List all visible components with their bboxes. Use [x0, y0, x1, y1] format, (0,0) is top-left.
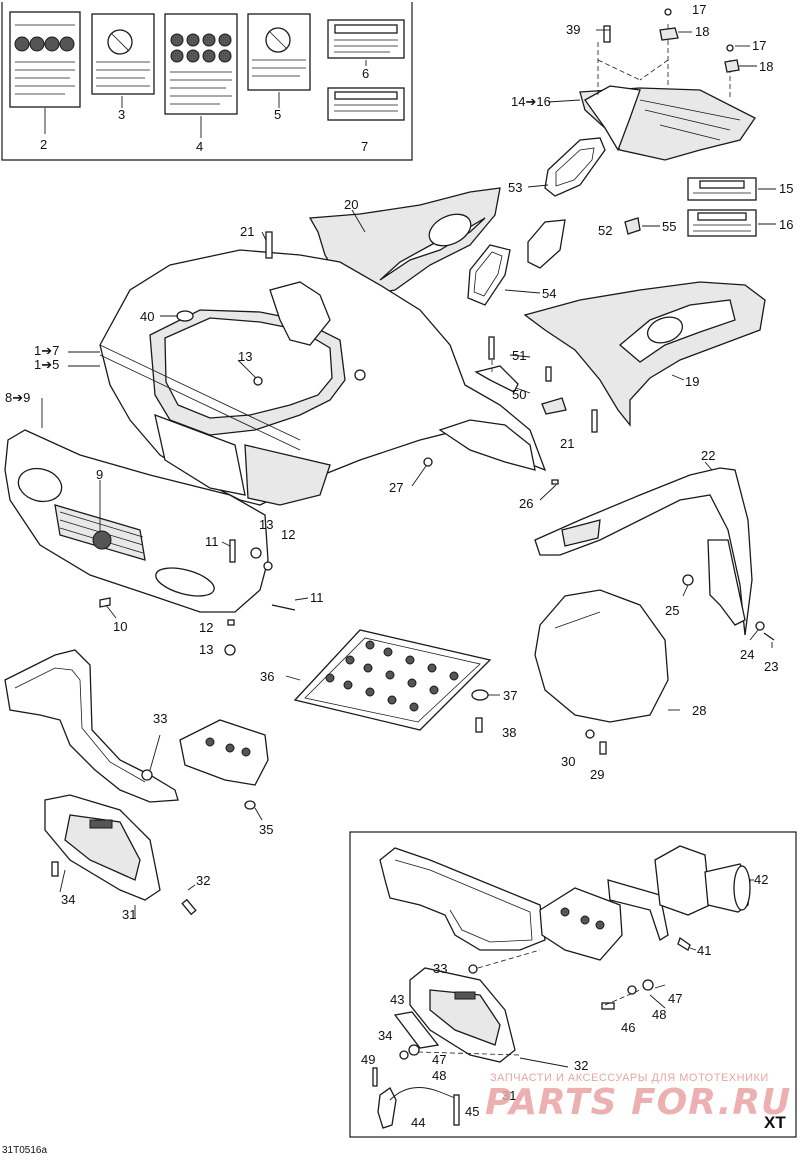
callout-label: 31 — [122, 907, 137, 922]
callout-label: 1➔5 — [34, 357, 60, 372]
callout-label: 44 — [411, 1115, 426, 1130]
callout-label: 4 — [196, 139, 204, 154]
callout-label: 24 — [740, 647, 755, 662]
callout-label: 41 — [697, 943, 712, 958]
decal-5 — [247, 13, 311, 91]
callout-label: 26 — [519, 496, 534, 511]
xt-inset — [349, 831, 797, 1138]
callout-label: 31 — [502, 1088, 517, 1103]
part-36 — [285, 629, 500, 733]
callout-label: 43 — [390, 992, 405, 1007]
part-31 — [44, 794, 197, 918]
decal-6 — [327, 19, 405, 59]
part-20 — [308, 187, 501, 296]
front-rack — [4, 649, 269, 821]
callout-label: 35 — [259, 822, 274, 837]
callout-label: 10 — [113, 619, 128, 634]
callout-label: 40 — [140, 309, 155, 324]
callout-label: 2 — [40, 137, 48, 152]
callout-label: 54 — [542, 286, 557, 301]
callout-label: 17 — [752, 38, 767, 53]
callout-label: 3 — [118, 107, 126, 122]
decal-15 — [687, 177, 776, 201]
callout-label: 23 — [764, 659, 779, 674]
part-28 — [534, 589, 680, 755]
callout-label: 14➔16 — [511, 94, 551, 109]
callout-label: 6 — [362, 66, 370, 81]
callout-label: 48 — [652, 1007, 667, 1022]
callout-label: 13 — [199, 642, 214, 657]
callout-label: 37 — [503, 688, 518, 703]
callout-label: 18 — [759, 59, 774, 74]
callout-label: 34 — [61, 892, 76, 907]
callout-label: 50 — [512, 387, 527, 402]
callout-label: 47 — [668, 991, 683, 1006]
callout-label: 9 — [96, 467, 104, 482]
callout-label: 11 — [310, 590, 324, 605]
callout-label: 34 — [378, 1028, 393, 1043]
callout-label: 1➔7 — [34, 343, 60, 358]
callout-label: 11 — [205, 534, 219, 549]
callout-label: 25 — [665, 603, 680, 618]
callout-label: 21 — [240, 224, 255, 239]
decal-16 — [687, 209, 776, 237]
callout-label: 38 — [502, 725, 517, 740]
inset-label: XT — [764, 1113, 786, 1132]
decal-panel — [1, 2, 413, 161]
callout-label: 5 — [274, 107, 282, 122]
front-body — [68, 231, 559, 506]
callout-label: 22 — [701, 448, 716, 463]
callout-label: 32 — [196, 873, 211, 888]
part-53 — [527, 137, 606, 197]
callout-label: 20 — [344, 197, 359, 212]
callout-label: 13 — [238, 349, 253, 364]
callout-label: 16 — [779, 217, 794, 232]
callout-label: 53 — [508, 180, 523, 195]
part-52-55 — [527, 217, 660, 269]
part-19 — [523, 281, 766, 427]
callout-label: 47 — [432, 1052, 447, 1067]
callout-label: 12 — [199, 620, 214, 635]
front-panel-14 — [547, 8, 757, 161]
callout-label: 12 — [281, 527, 296, 542]
callout-label: 17 — [692, 2, 707, 17]
part-50-51 — [474, 336, 598, 433]
callout-label: 51 — [512, 348, 527, 363]
part-54 — [467, 244, 541, 306]
callout-label: 36 — [260, 669, 275, 684]
callout-label: 7 — [361, 139, 369, 154]
callout-label: 19 — [685, 374, 700, 389]
callout-label: 32 — [574, 1058, 589, 1073]
callout-label: 21 — [560, 436, 575, 451]
callout-label: 30 — [561, 754, 576, 769]
callout-label: 29 — [590, 767, 605, 782]
watermark-site: PARTS FOR.RU — [485, 1082, 792, 1123]
callout-label: 45 — [465, 1104, 480, 1119]
callout-label: 49 — [361, 1052, 376, 1067]
callout-label: 42 — [754, 872, 769, 887]
callout-label: 52 — [598, 223, 613, 238]
callout-label: 46 — [621, 1020, 636, 1035]
decal-7 — [327, 87, 405, 121]
callout-label: 8➔9 — [5, 390, 31, 405]
decal-4 — [164, 13, 238, 115]
part-22 — [534, 461, 775, 648]
watermark-tagline: ЗАПЧАСТИ И АКСЕССУАРЫ ДЛЯ МОТОТЕХНИКИ — [490, 1072, 769, 1084]
diagram-code: 31T0516a — [2, 1145, 48, 1156]
callout-label: 27 — [389, 480, 404, 495]
decal-2 — [9, 11, 81, 108]
callout-label: 18 — [695, 24, 710, 39]
decal-3 — [91, 13, 155, 95]
callout-label: 13 — [259, 517, 274, 532]
callout-label: 33 — [153, 711, 168, 726]
front-bumper — [4, 398, 309, 656]
callout-label: 48 — [432, 1068, 447, 1083]
callout-label: 28 — [692, 703, 707, 718]
callout-label: 33 — [433, 961, 448, 976]
callout-label: 55 — [662, 219, 677, 234]
callout-label: 39 — [566, 22, 581, 37]
callout-label: 15 — [779, 181, 794, 196]
